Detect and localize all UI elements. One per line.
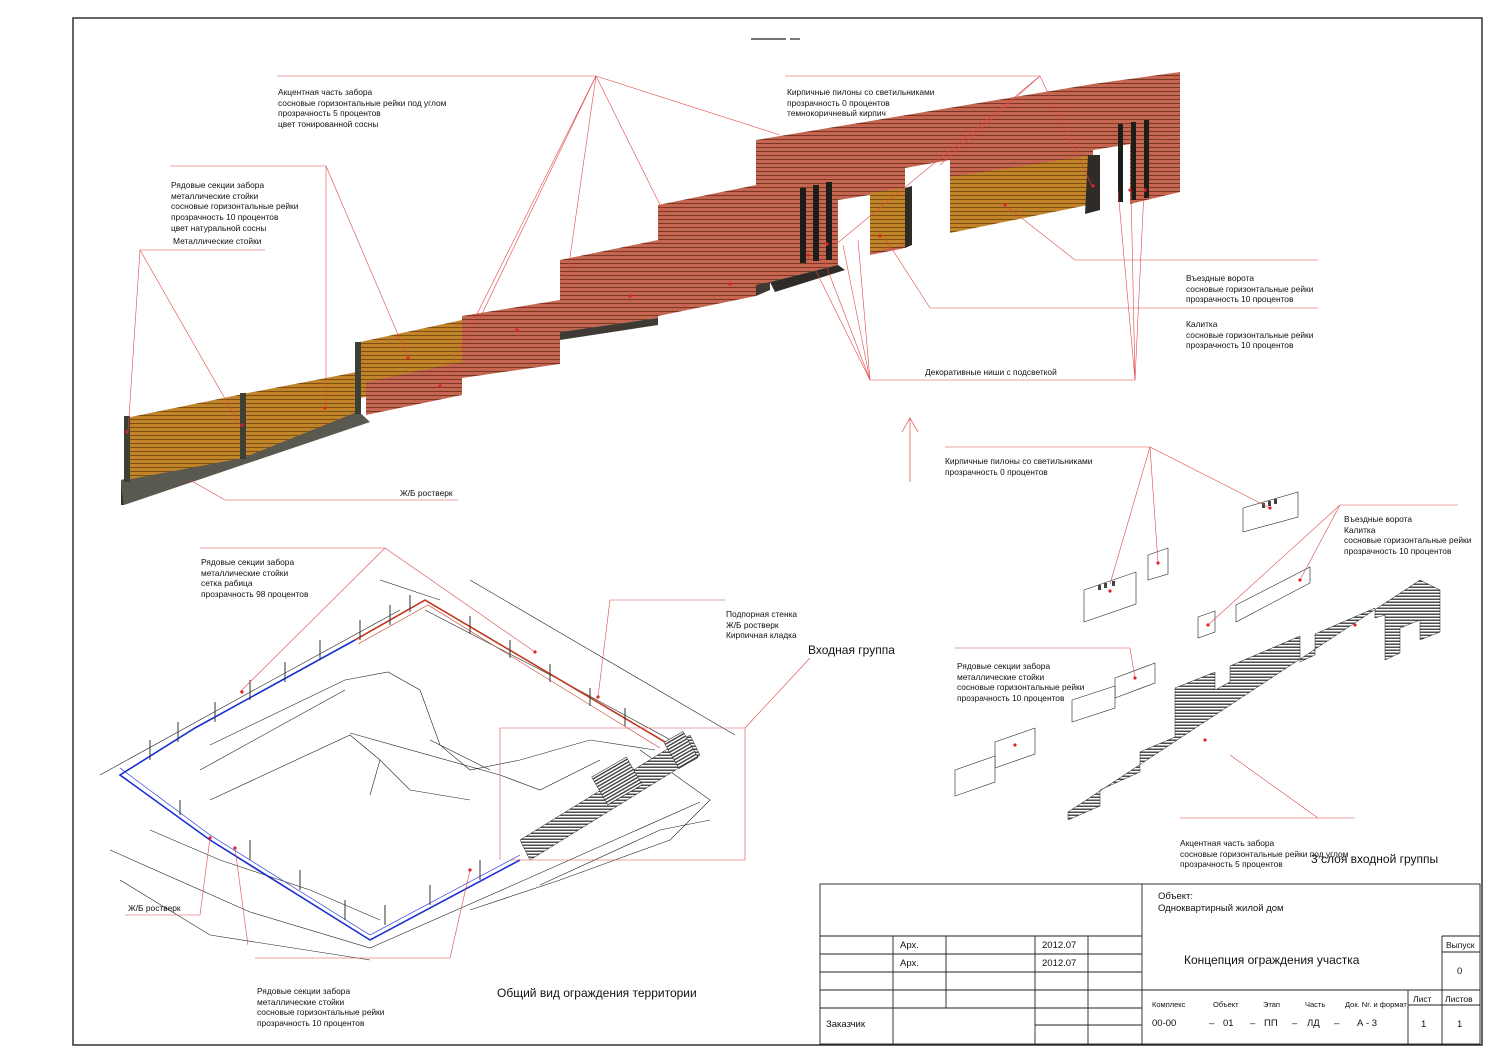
niche-1 bbox=[800, 188, 806, 263]
niche-2 bbox=[813, 185, 819, 261]
callout-lines-plan bbox=[125, 547, 811, 959]
tb-object-name: Одноквартирный жилой дом bbox=[1158, 903, 1284, 914]
metal-post-3 bbox=[355, 342, 361, 414]
plinth-end bbox=[121, 480, 124, 505]
niche-3 bbox=[826, 182, 832, 260]
niche-5 bbox=[1131, 122, 1136, 200]
brick-pylon-right bbox=[1093, 72, 1180, 150]
pine-section-1 bbox=[126, 394, 243, 480]
layer-gate bbox=[1235, 566, 1311, 623]
tb-code-value-5: А - 3 bbox=[1357, 1018, 1378, 1029]
tb-code-sep-2: – bbox=[1250, 1018, 1256, 1029]
tb-object-label: Объект: bbox=[1158, 891, 1193, 902]
tb-sheet-label: Лист bbox=[1413, 994, 1432, 1004]
callout-foundation-top: Ж/Б ростверк bbox=[400, 488, 453, 498]
metal-post-1 bbox=[124, 416, 130, 482]
tb-code-value-1: 00-00 bbox=[1152, 1018, 1177, 1029]
view-arrow bbox=[901, 417, 919, 482]
layers-exploded bbox=[954, 491, 1311, 797]
tb-sheet-value: 1 bbox=[1421, 1019, 1427, 1030]
accent-panel-1 bbox=[462, 300, 560, 378]
tb-sheets-label: Листов bbox=[1445, 994, 1473, 1004]
tb-row1-role: Арх. bbox=[900, 940, 919, 951]
layer-row-1b bbox=[1071, 685, 1116, 723]
tb-code-sep-3: – bbox=[1292, 1018, 1298, 1029]
callout-foundation-bottom: Ж/Б ростверк bbox=[128, 903, 181, 913]
tb-issue-value: 0 bbox=[1457, 966, 1463, 977]
layer-pylon-3 bbox=[1083, 571, 1137, 623]
tb-code-value-3: ПП bbox=[1264, 1018, 1278, 1029]
tb-code-header-2: Объект bbox=[1213, 1000, 1239, 1009]
tb-row2-date: 2012.07 bbox=[1042, 958, 1077, 969]
tb-code-sep-4: – bbox=[1334, 1018, 1340, 1029]
title-block bbox=[819, 883, 1481, 1045]
site-plan bbox=[99, 579, 736, 961]
tb-row1-date: 2012.07 bbox=[1042, 940, 1077, 951]
niche-6 bbox=[1144, 120, 1149, 198]
callout-lines-top bbox=[127, 75, 1318, 501]
entry-gate-panel bbox=[950, 156, 1088, 233]
layer-row-2a bbox=[994, 727, 1036, 769]
markers-top bbox=[125, 184, 1147, 434]
tb-drawing-title: Концепция ограждения участка bbox=[1184, 953, 1360, 967]
tb-code-value-4: ЛД bbox=[1307, 1018, 1320, 1029]
pine-section-2 bbox=[243, 372, 357, 458]
panel-shadow-1 bbox=[560, 318, 658, 340]
tb-code-header-1: Комплекс bbox=[1152, 1000, 1186, 1009]
pylon-lamps bbox=[1098, 499, 1277, 590]
pylon-base-shadow bbox=[770, 265, 845, 292]
sheet-frame bbox=[72, 17, 1483, 1046]
tb-code-header-5: Док. Nr. и формат bbox=[1345, 1000, 1407, 1009]
tb-customer: Заказчик bbox=[826, 1019, 866, 1030]
layer-row-1a bbox=[1114, 662, 1156, 699]
plan-posts bbox=[149, 595, 626, 925]
tb-code-header-3: Этап bbox=[1263, 1000, 1280, 1009]
callout-niches: Декоративные ниши с подсветкой bbox=[925, 367, 1057, 377]
tb-sheets-value: 1 bbox=[1457, 1019, 1463, 1030]
tb-code-value-2: 01 bbox=[1223, 1018, 1234, 1029]
tb-row2-role: Арх. bbox=[900, 958, 919, 969]
tb-code-sep-1: – bbox=[1209, 1018, 1215, 1029]
mesh-fence-line bbox=[118, 639, 521, 941]
retaining-wall-line bbox=[354, 599, 666, 743]
brick-band bbox=[366, 362, 462, 415]
accent-panel-3 bbox=[658, 185, 756, 316]
markers-layers bbox=[1013, 506, 1357, 747]
layer-accent bbox=[1067, 579, 1441, 821]
heading-layers: 3 слоя входной группы bbox=[1311, 852, 1439, 866]
tb-issue-label: Выпуск bbox=[1446, 940, 1475, 950]
callout-lines-layers bbox=[945, 446, 1458, 819]
heading-overview: Общий вид ограждения территории bbox=[497, 986, 697, 1000]
markers-plan bbox=[208, 650, 600, 872]
heading-entry-group: Входная группа bbox=[808, 643, 895, 657]
layer-pylon-1 bbox=[1242, 491, 1299, 533]
fence-perspective bbox=[121, 72, 1180, 505]
wicket-post-shadow bbox=[905, 186, 912, 248]
layer-row-2b bbox=[954, 755, 996, 797]
tb-code-header-4: Часть bbox=[1305, 1000, 1326, 1009]
niche-4 bbox=[1118, 124, 1123, 202]
callout-metal-posts: Металлические стойки bbox=[173, 236, 262, 246]
accent-panel-2 bbox=[560, 240, 658, 332]
